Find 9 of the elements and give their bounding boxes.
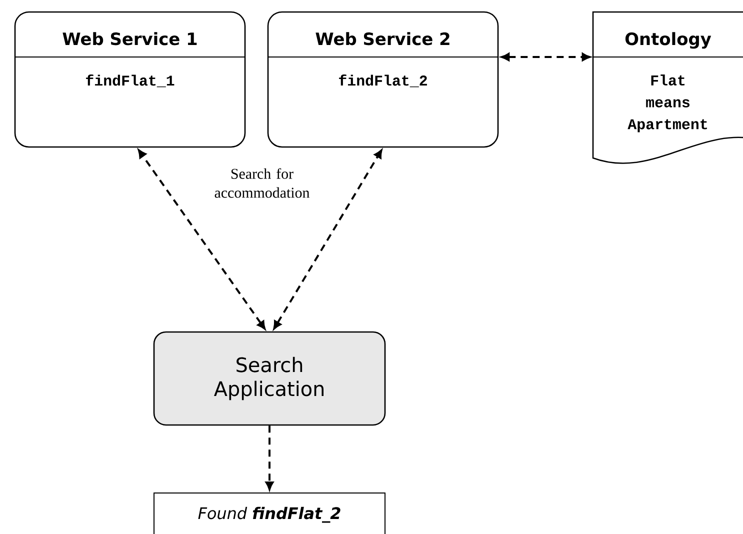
arrow [501, 52, 590, 62]
service-box: Web Service 1 findFlat_1 [14, 11, 246, 148]
arrow [273, 150, 382, 330]
arrow [265, 426, 274, 490]
application-box: Search Application [153, 331, 386, 426]
service-box: Web Service 2 findFlat_2 [267, 11, 499, 148]
arrow [138, 149, 266, 330]
annotation: Search for accommodation [214, 168, 310, 198]
result-box: Found findFlat_2 [154, 492, 386, 534]
